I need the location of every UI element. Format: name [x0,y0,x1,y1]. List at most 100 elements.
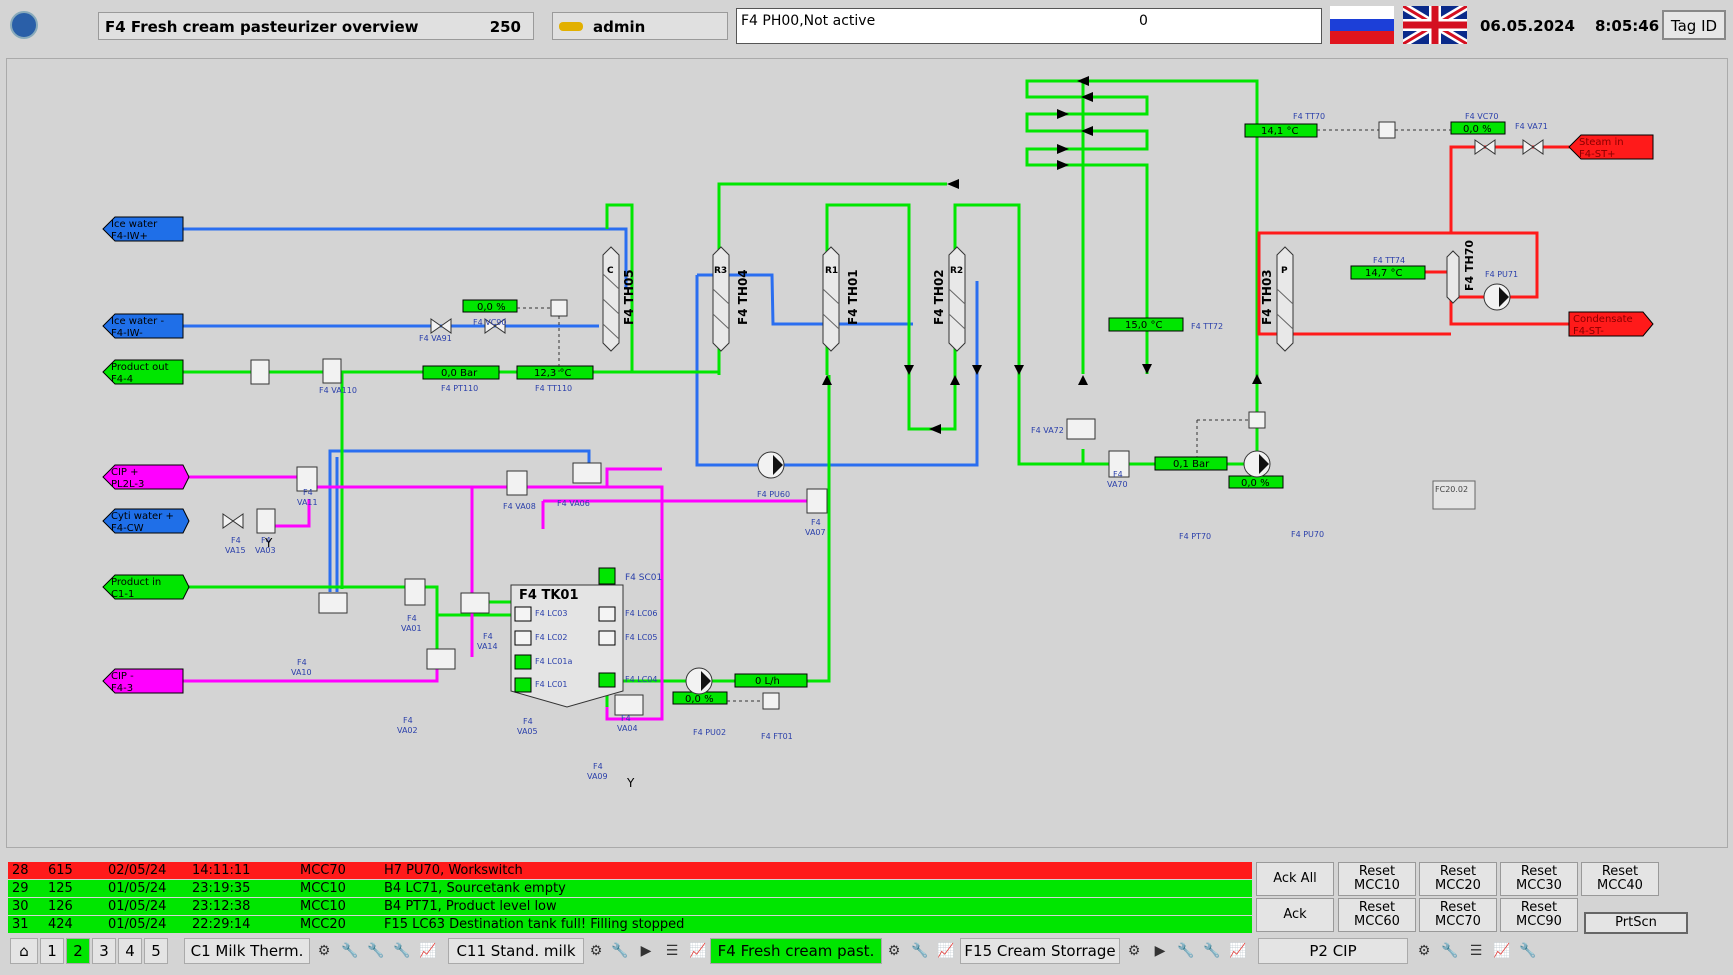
wrench-c-icon[interactable]: 🔧 [393,943,411,959]
motor-icon[interactable] [550,299,568,317]
valve-va07[interactable] [806,488,828,514]
valve-va01[interactable] [404,578,426,606]
nav-c1-milk-therm[interactable]: C1 Milk Therm. [184,938,310,964]
uk-flag-icon[interactable] [1403,6,1467,44]
source-product-in[interactable]: Product in C1-1 [102,574,190,600]
play-icon[interactable]: ▶ [1154,943,1166,959]
valve-vc70[interactable] [1474,139,1496,155]
valve-va03[interactable] [256,508,276,534]
trend-icon[interactable]: 📈 [1229,943,1247,959]
wrench-icon[interactable]: 🔧 [911,943,929,959]
ice-water-lines [183,227,979,592]
heat-exchanger-th03[interactable]: P F4 TH03 [1260,246,1294,352]
gear-icon[interactable]: ⚙ [1127,943,1141,959]
trend-icon[interactable]: 📈 [419,943,437,959]
pump-pu02[interactable] [685,667,713,695]
heat-exchanger-th02[interactable]: R2 F4 TH02 [932,246,966,352]
nav-p2-cip[interactable]: P2 CIP [1258,938,1408,964]
valve-va06[interactable] [572,462,602,484]
pump-pu60[interactable] [757,451,785,479]
valve-va72[interactable] [1066,418,1096,440]
gear-icon[interactable]: ⚙ [1417,943,1431,959]
valve-va02[interactable] [426,648,456,670]
page-2-button[interactable]: 2 [66,938,90,964]
home-button[interactable]: ⌂ [10,938,38,964]
motor-icon[interactable] [1248,411,1266,429]
source-cip-plus[interactable]: CIP + PL2L-3 [102,464,190,490]
valve-vc90[interactable] [484,318,506,334]
wrench-icon[interactable]: 🔧 [1519,943,1537,959]
trend-icon[interactable]: 📈 [937,943,955,959]
heat-exchanger-th70[interactable]: F4 TH70 [1446,240,1476,304]
russian-flag-icon[interactable] [1330,6,1394,44]
motor-icon[interactable] [1378,121,1396,139]
source-city-water[interactable]: Cyti water + F4-CW [102,508,190,534]
wrench-icon[interactable]: 🔧 [1441,943,1459,959]
nav-c11-stand-milk[interactable]: C11 Stand. milk [448,938,584,964]
valve-va110[interactable] [322,358,342,384]
heat-exchanger-th05[interactable]: C F4 TH05 [602,246,636,352]
page-5-button[interactable]: 5 [144,938,168,964]
report-icon[interactable]: ☰ [1469,943,1483,959]
heat-exchanger-th01[interactable]: R1 F4 TH01 [822,246,860,352]
valve-va15[interactable] [222,513,244,529]
pump-pu70[interactable] [1243,450,1271,478]
valve-va14[interactable] [460,592,490,614]
tag-id-button[interactable]: Tag ID [1662,10,1726,40]
wrench-icon[interactable]: 🔧 [611,943,629,959]
tank-tk01[interactable]: F4 TK01 F4 SC01 F4 LC03 F4 LC02 F4 LC01a… [510,567,662,708]
page-4-button[interactable]: 4 [118,938,142,964]
user-box[interactable]: admin [552,12,728,40]
source-cip-minus[interactable]: CIP - F4-3 [102,668,184,694]
wrench-a-icon[interactable]: 🔧 [341,943,359,959]
valve-va09[interactable] [614,694,644,716]
wrench-b-icon[interactable]: 🔧 [367,943,385,959]
trend-icon[interactable]: 📈 [1493,943,1511,959]
page-1-button[interactable]: 1 [40,938,64,964]
source-steam-in[interactable]: Steam in F4-ST+ [1568,134,1654,160]
valve-va70[interactable] [1108,450,1130,478]
tag-label: F4 [231,536,241,545]
pump-pu71[interactable] [1483,283,1511,311]
fc20-box[interactable]: FC20.02 [1432,480,1476,510]
nav-f15-cream-storage[interactable]: F15 Cream Storrage [960,938,1120,964]
valve-va71[interactable] [1522,139,1544,155]
play-icon[interactable]: ▶ [640,943,652,959]
source-ice-water-minus[interactable]: Ice water - F4-IW- [102,313,184,339]
wrench-b-icon[interactable]: 🔧 [1203,943,1221,959]
ack-button[interactable]: Ack [1256,898,1334,932]
source-label: C1-1 [111,589,134,600]
valve-va-out[interactable] [250,359,270,385]
report-icon[interactable]: ☰ [665,943,679,959]
valve-va10[interactable] [318,592,348,614]
source-product-out[interactable]: Product out F4-4 [102,359,184,385]
motor-icon[interactable] [762,692,780,710]
gear-icon[interactable]: ⚙ [317,943,331,959]
valve-va08[interactable] [506,470,528,496]
valve-va91[interactable] [430,318,452,334]
gear-icon[interactable]: ⚙ [589,943,603,959]
source-condensate[interactable]: Condensate F4-ST- [1568,311,1654,337]
wrench-a-icon[interactable]: 🔧 [1177,943,1195,959]
ack-all-button[interactable]: Ack All [1256,862,1334,896]
heat-exchanger-th04[interactable]: R3 F4 TH04 [712,246,750,352]
gear-icon[interactable]: ⚙ [887,943,901,959]
source-ice-water-plus[interactable]: Ice water F4-IW+ [102,216,184,242]
nav-f4-fresh-cream[interactable]: F4 Fresh cream past. [710,938,882,964]
page-3-button[interactable]: 3 [92,938,116,964]
trend-icon[interactable]: 📈 [689,943,707,959]
print-screen-button[interactable]: PrtScn [1584,912,1688,934]
valve-va11[interactable] [296,466,318,492]
